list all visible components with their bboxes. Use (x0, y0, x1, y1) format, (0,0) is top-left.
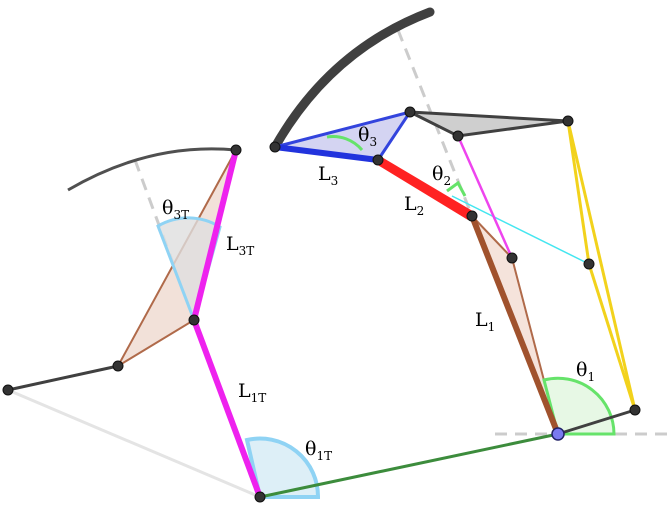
base-joint-icon (551, 427, 565, 441)
joint-icon (404, 106, 416, 118)
joint-icon (2, 384, 14, 396)
label-L1: L1 (475, 309, 495, 334)
label-theta3: θ3 (358, 124, 377, 149)
joint-icon (629, 404, 641, 416)
ground-reference-line (7, 388, 261, 499)
link-L2 (376, 156, 476, 220)
label-L1T: L1T (238, 380, 266, 405)
theta2-angle-arc (446, 180, 467, 197)
label-L3: L3 (318, 163, 338, 188)
yellow-link-a (566, 120, 637, 411)
label-theta1T: θ1T (305, 438, 332, 463)
joint-icon (112, 360, 124, 372)
link-L1T (191, 318, 263, 499)
yellow-link-c (587, 263, 637, 411)
joint-icon (230, 144, 242, 156)
theta1-angle-wedge (542, 376, 616, 436)
crank-dark-right (557, 408, 636, 436)
joints (2, 106, 641, 503)
joint-icon (583, 258, 595, 270)
theta1T-angle-wedge (244, 436, 321, 499)
base-link-green (259, 432, 559, 499)
link-L3T (191, 149, 239, 321)
joint-icon (269, 141, 281, 153)
theta3-angle-arc (326, 135, 364, 152)
joint-icon (466, 210, 478, 222)
magenta-thin-link (456, 135, 514, 259)
joint-icon (188, 314, 200, 326)
joint-icon (254, 491, 266, 503)
yellow-link-b (566, 120, 591, 265)
link-L3 (274, 144, 379, 163)
joint-icon (506, 252, 518, 264)
joint-icon (372, 154, 384, 166)
joint-icon (562, 115, 574, 127)
gripper-arc-thin (67, 147, 237, 192)
gripper-arc-thick (270, 7, 435, 152)
link-L1 (469, 214, 561, 436)
grey-triangle-top (409, 110, 569, 138)
label-theta2: θ2 (432, 163, 451, 188)
label-L2: L2 (404, 193, 424, 218)
joint-icon (452, 130, 464, 142)
label-L3T: L3T (226, 233, 254, 258)
label-theta1: θ1 (576, 359, 595, 384)
dark-link-left (7, 364, 119, 392)
label-theta3T: θ3T (162, 197, 189, 222)
cyan-link (451, 195, 590, 265)
